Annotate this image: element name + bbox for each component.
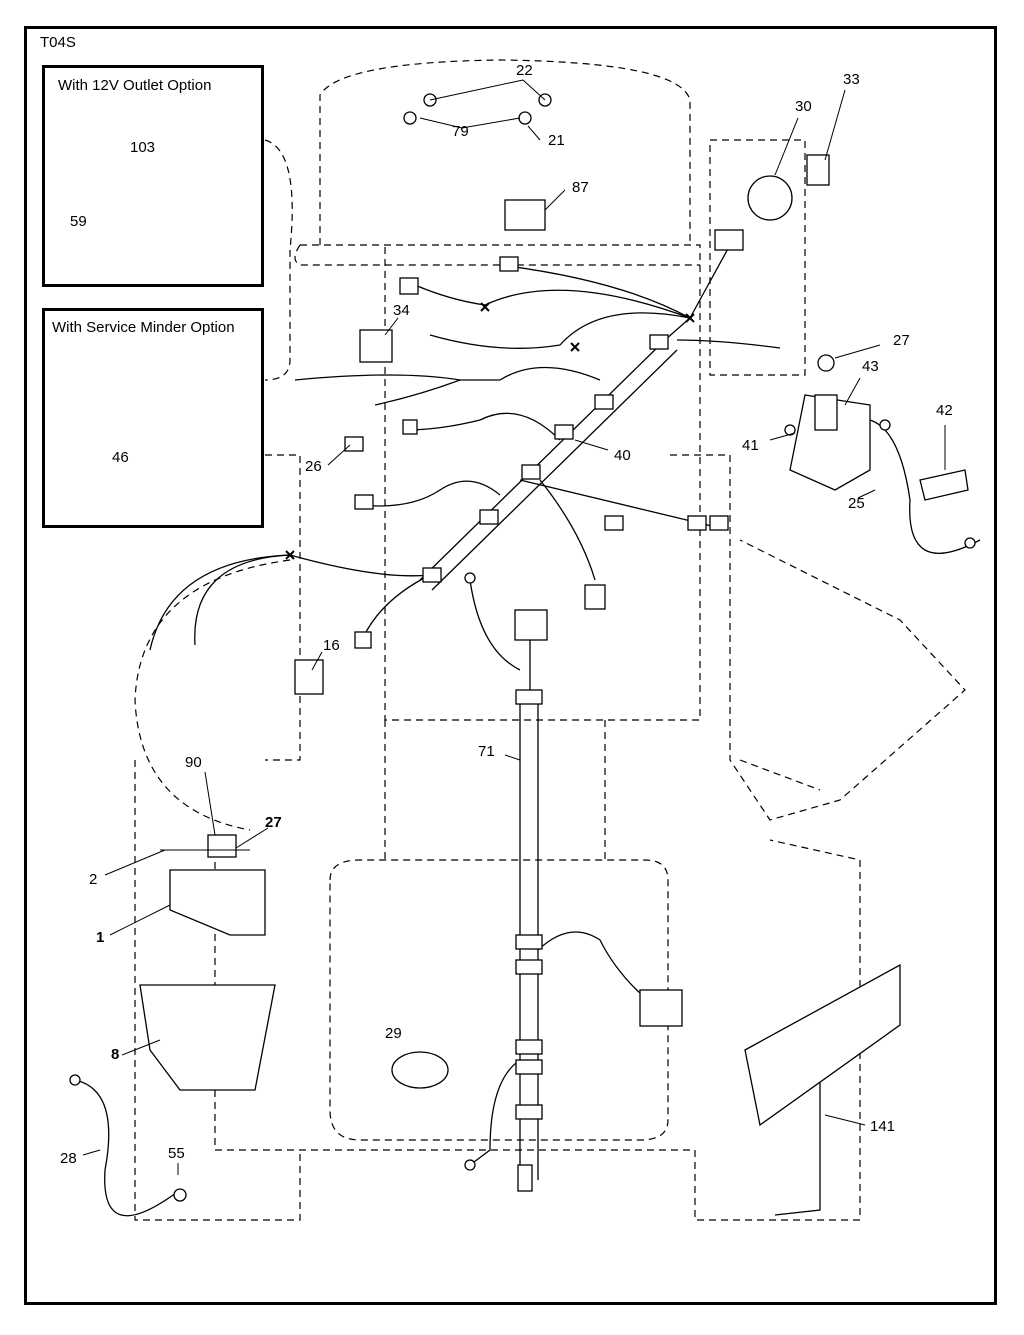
- solenoid-bracket: [789, 394, 871, 491]
- callout-8: 8: [111, 1046, 120, 1063]
- service-minder-box: [42, 308, 264, 528]
- callout-29: 29: [385, 1025, 402, 1042]
- battery-tray: [139, 984, 276, 1091]
- callout-28: 28: [60, 1150, 77, 1167]
- outlet-option-box: [42, 65, 264, 287]
- callout-46: 46: [112, 449, 129, 466]
- callout-2: 2: [89, 871, 98, 888]
- connector: [714, 229, 744, 251]
- callout-1: 1: [96, 929, 105, 946]
- callout-26: 26: [305, 458, 322, 475]
- callout-40: 40: [614, 447, 631, 464]
- ignition-module: [514, 609, 548, 641]
- callout-16: 16: [323, 637, 340, 654]
- switch-87: [504, 199, 546, 231]
- relay-16: [294, 659, 324, 695]
- callout-27-top: 27: [893, 332, 910, 349]
- splices: [285, 302, 695, 560]
- callout-41: 41: [742, 437, 759, 454]
- diagram-frame: [24, 26, 997, 1305]
- part-90: [207, 834, 237, 858]
- callout-55: 55: [168, 1145, 185, 1162]
- callout-87: 87: [572, 179, 589, 196]
- outlet-option-title: With 12V Outlet Option: [58, 77, 212, 94]
- callout-79: 79: [452, 123, 469, 140]
- callout-43: 43: [862, 358, 879, 375]
- switch-seat: [639, 989, 683, 1027]
- callout-22: 22: [516, 62, 533, 79]
- panel-141: [744, 963, 901, 1127]
- chassis-outline: [134, 59, 966, 1221]
- terminal-cover: [919, 469, 969, 501]
- callout-25: 25: [848, 495, 865, 512]
- fuse: [344, 436, 364, 452]
- switch: [359, 329, 393, 363]
- callout-34: 34: [393, 302, 410, 319]
- horn-29: [391, 1051, 449, 1089]
- callout-141: 141: [870, 1118, 896, 1135]
- callout-59: 59: [70, 213, 87, 230]
- callout-103: 103: [130, 139, 156, 156]
- callout-33: 33: [843, 71, 860, 88]
- diagram-code: T04S: [40, 34, 76, 51]
- main-harness: [74, 159, 981, 1217]
- callout-71: 71: [478, 743, 495, 760]
- callout-21: 21: [548, 132, 565, 149]
- service-minder-title: With Service Minder Option: [52, 319, 235, 336]
- callout-27-battery: 27: [265, 814, 282, 831]
- battery: [169, 869, 266, 936]
- callout-42: 42: [936, 402, 953, 419]
- ignition-switch: [747, 175, 793, 221]
- callout-30: 30: [795, 98, 812, 115]
- callout-90: 90: [185, 754, 202, 771]
- harness-clip: [649, 334, 669, 350]
- key: [806, 154, 830, 186]
